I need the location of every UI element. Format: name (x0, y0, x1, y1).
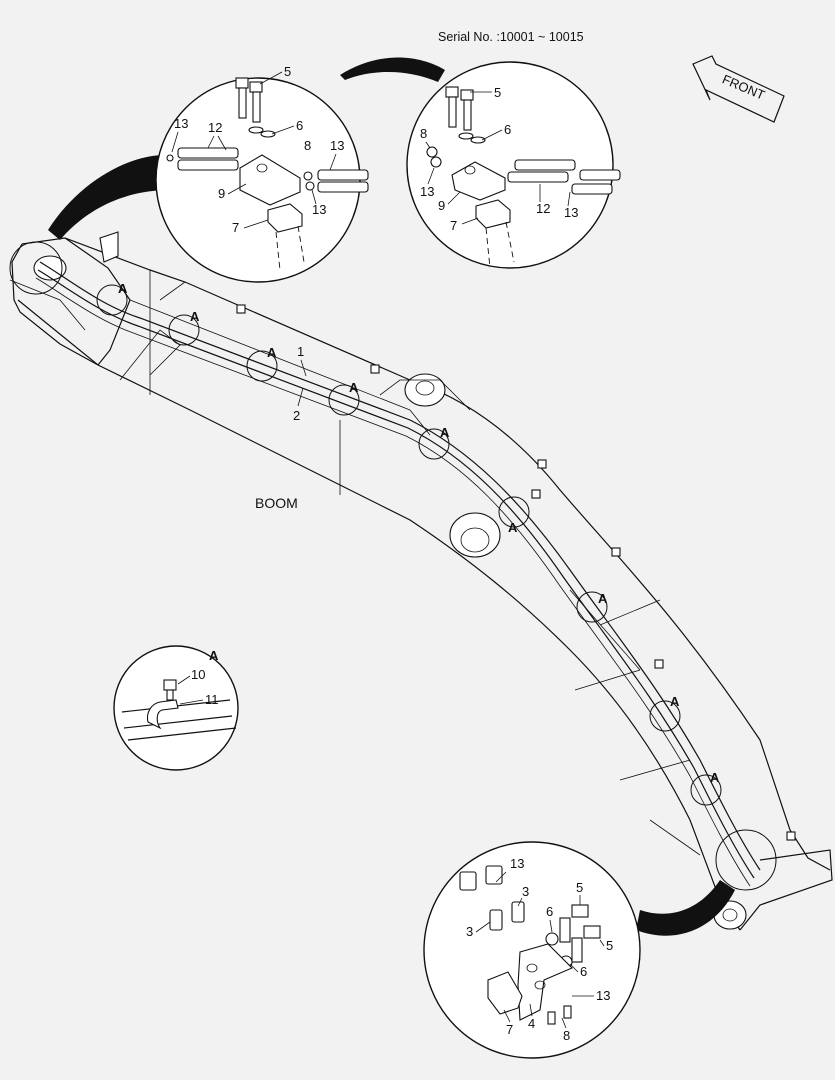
svg-text:A: A (190, 309, 200, 324)
callout-circle-right-end (715, 829, 777, 891)
svg-text:8: 8 (304, 138, 311, 153)
bolt-icon (571, 904, 589, 918)
callout-wedge-top-left (48, 155, 170, 240)
svg-text:10: 10 (191, 667, 205, 682)
svg-text:A: A (670, 694, 680, 709)
detail-clamp-title: A (209, 648, 219, 663)
svg-text:A: A (118, 281, 128, 296)
svg-text:7: 7 (506, 1022, 513, 1037)
clamp-marker-3: A (246, 345, 278, 382)
front-arrow: FRONT (692, 55, 785, 123)
clamp-marker-2: A (168, 309, 200, 346)
svg-text:11: 11 (205, 692, 219, 707)
detail-top-left: 5 6 13 12 9 8 13 13 7 (155, 64, 369, 283)
detail-bottom: 13 3 3 5 6 5 6 13 7 4 8 (423, 841, 641, 1059)
svg-text:13: 13 (174, 116, 188, 131)
svg-text:5: 5 (494, 85, 501, 100)
svg-text:8: 8 (563, 1028, 570, 1043)
clamp-marker-5: A (418, 425, 450, 460)
svg-text:12: 12 (208, 120, 222, 135)
clamp-marker-8: A (649, 694, 681, 732)
callout-circle-left-end (9, 241, 63, 295)
callout-wedge-bottom (636, 880, 735, 936)
boom-label: BOOM (255, 495, 298, 511)
svg-text:8: 8 (420, 126, 427, 141)
svg-text:6: 6 (546, 904, 553, 919)
callout-wedge-top (340, 57, 445, 82)
bolt-icon (235, 77, 263, 123)
svg-text:13: 13 (564, 205, 578, 220)
svg-text:6: 6 (580, 964, 587, 979)
detail-clamp: A 10 11 (113, 645, 239, 771)
svg-text:A: A (440, 425, 450, 440)
svg-text:7: 7 (450, 218, 457, 233)
svg-text:9: 9 (218, 186, 225, 201)
hose-1-label: 1 (297, 344, 304, 359)
svg-text:6: 6 (296, 118, 303, 133)
svg-text:13: 13 (510, 856, 524, 871)
svg-text:7: 7 (232, 220, 239, 235)
svg-text:13: 13 (312, 202, 326, 217)
svg-text:3: 3 (522, 884, 529, 899)
svg-text:3: 3 (466, 924, 473, 939)
svg-text:5: 5 (576, 880, 583, 895)
hose-2-label: 2 (293, 408, 300, 423)
clamp-marker-7: A (576, 591, 608, 623)
svg-text:A: A (598, 591, 608, 606)
svg-text:9: 9 (438, 198, 445, 213)
svg-text:13: 13 (596, 988, 610, 1003)
clamp-marker-6: A (498, 496, 530, 535)
svg-text:A: A (267, 345, 277, 360)
svg-text:A: A (710, 770, 720, 785)
bolt-icon (163, 679, 177, 691)
clamp-marker-1: A (96, 281, 128, 316)
boom-body (9, 231, 833, 931)
svg-text:6: 6 (504, 122, 511, 137)
svg-text:A: A (349, 380, 359, 395)
svg-text:13: 13 (330, 138, 344, 153)
bolt-icon (445, 86, 474, 131)
svg-text:5: 5 (284, 64, 291, 79)
svg-text:A: A (508, 520, 518, 535)
clamp-marker-4: A (328, 380, 360, 416)
svg-text:13: 13 (420, 184, 434, 199)
serial-number-text: Serial No. :10001 ~ 10015 (438, 30, 584, 44)
svg-text:5: 5 (606, 938, 613, 953)
hose-assembly: 1 2 (35, 261, 761, 887)
svg-text:4: 4 (528, 1016, 535, 1031)
svg-text:12: 12 (536, 201, 550, 216)
detail-top-right: 5 6 8 13 9 7 12 13 (406, 61, 621, 269)
front-arrow-label: FRONT (720, 71, 767, 102)
clamp-marker-9: A (690, 770, 722, 806)
